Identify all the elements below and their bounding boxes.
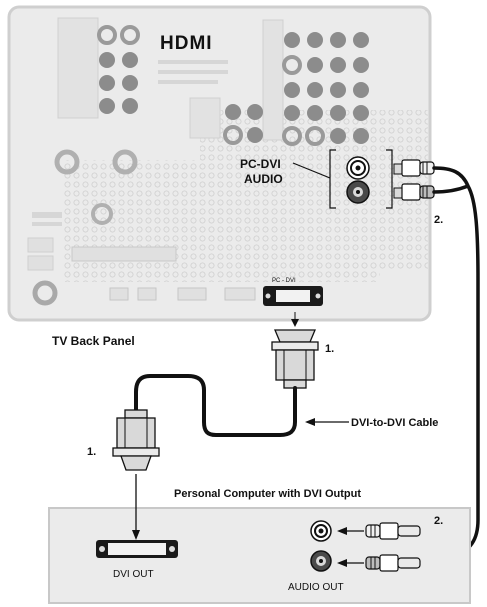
hdmi-logo: HDMI	[160, 33, 213, 54]
pc-dvi-port-label: PC - DVI	[272, 278, 296, 284]
dvi-cable	[136, 376, 295, 435]
rs232-port	[72, 247, 176, 261]
dvi-cable-label: DVI-to-DVI Cable	[351, 417, 438, 429]
tv-audio-jack-red	[347, 181, 369, 203]
computer-audio-jack-red	[311, 551, 331, 571]
tv-pc-dvi-port	[263, 286, 323, 306]
tv-audio-jack-white	[347, 157, 369, 179]
computer-title: Personal Computer with DVI Output	[174, 488, 361, 500]
computer-rca-plug-red	[366, 555, 420, 571]
step-2-bottom: 2.	[434, 515, 443, 527]
audio-out-label: AUDIO OUT	[288, 582, 344, 593]
pc-dvi-audio-label-line2: AUDIO	[244, 172, 283, 186]
dvi-out-label: DVI OUT	[113, 569, 154, 580]
computer-rca-plug-white	[366, 523, 420, 539]
pc-dvi-audio-label-line1: PC-DVI	[240, 157, 281, 171]
dvi-connector-top	[272, 330, 318, 388]
computer-audio-jack-white	[311, 521, 331, 541]
dvi-connector-bottom	[113, 410, 159, 470]
step-1-left: 1.	[87, 446, 96, 458]
step-1-top: 1.	[325, 343, 334, 355]
tv-back-panel-caption: TV Back Panel	[52, 334, 135, 348]
computer-dvi-out-port	[96, 540, 178, 558]
tv-back-panel: HDMI	[9, 7, 430, 348]
step-2-top: 2.	[434, 214, 443, 226]
